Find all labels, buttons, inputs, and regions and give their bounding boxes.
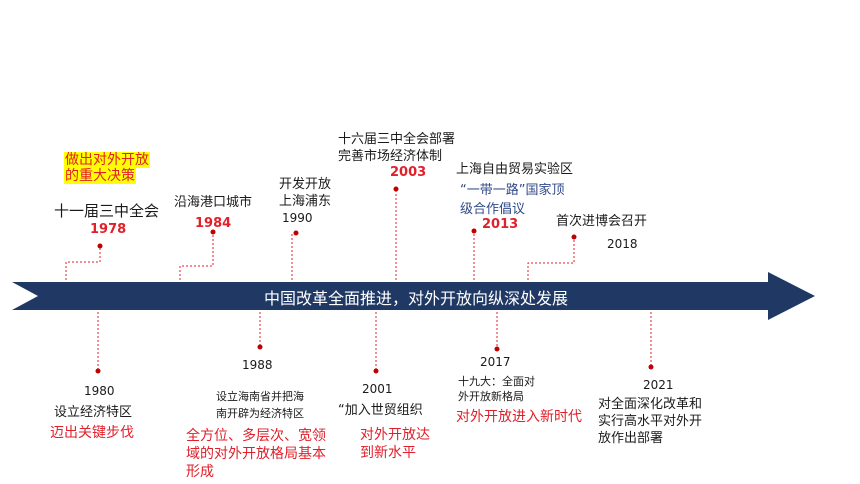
event-red-2017: 对外开放进入新时代 [456,409,582,425]
dot-1984 [210,229,216,235]
year-1990: 1990 [282,211,313,225]
year-2021: 2021 [643,378,674,392]
event-title-1980: 设立经济特区 [54,405,133,420]
event-title-2017-line2: 外开放新格局 [458,390,524,403]
event-red-2001-line2: 到新水平 [360,445,416,461]
event-title-1988-line2: 南开辟为经济特区 [216,407,304,420]
dot-2003 [393,186,399,192]
highlight-decision-1: 做出对外开放 [64,152,150,168]
event-red-1988-line1: 全方位、多层次、宽领 [186,428,326,444]
event-blue-2013-line1: “一带一路”国家顶 [460,183,565,198]
event-title-2017-line1: 十九大：全面对 [458,375,535,388]
event-title-1990-line1: 开发开放 [279,177,332,192]
event-title-2013: 上海自由贸易实验区 [456,162,574,177]
year-1978: 1978 [90,222,127,237]
event-red-1988-line3: 形成 [186,464,214,480]
timeline-banner: 中国改革全面推进，对外开放向纵深处发展 [264,289,569,308]
event-title-2003-line1: 十六届三中全会部署 [338,132,456,147]
connector-1990 [291,233,296,280]
dot-2017 [494,346,500,352]
event-red-1988-line2: 域的对外开放格局基本 [186,446,326,462]
dot-2018 [571,234,577,240]
connector-2018 [527,237,575,280]
event-title-2001: “加入世贸组织 [338,403,423,418]
year-2001: 2001 [362,382,393,396]
year-2003: 2003 [390,165,427,180]
event-title-1988-line1: 设立海南省并把海 [216,390,304,403]
year-2018: 2018 [607,237,638,251]
dot-1990 [293,230,299,236]
dot-2001 [373,368,379,374]
year-2017: 2017 [480,355,511,369]
year-1984: 1984 [195,216,232,231]
connector-1978 [65,246,101,280]
event-title-1984: 沿海港口城市 [174,195,253,210]
highlight-decision-2: 的重大决策 [64,168,136,184]
event-title-1978: 十一届三中全会 [54,202,160,220]
year-1988: 1988 [242,358,273,372]
year-1980: 1980 [84,384,115,398]
event-blue-2013-line2: 级合作倡议 [460,202,526,217]
dot-1980 [95,368,101,374]
event-title-2021-line2: 实行高水平对外开 [598,414,703,429]
event-title-2021-line3: 放作出部署 [598,431,664,446]
dot-2013 [471,228,477,234]
dot-1988 [257,344,263,350]
event-title-2003-line2: 完善市场经济体制 [338,149,443,164]
event-title-1990-line2: 上海浦东 [279,194,332,209]
timeline-arrow [12,272,815,320]
dot-2021 [648,364,654,370]
dot-1978 [97,243,103,249]
event-red-1980: 迈出关键步伐 [50,425,134,441]
event-title-2021-line1: 对全面深化改革和 [598,397,703,412]
event-red-2001-line1: 对外开放达 [360,427,430,443]
year-2013: 2013 [482,217,519,232]
event-title-2018: 首次进博会召开 [556,214,648,229]
connector-1984 [179,232,214,280]
